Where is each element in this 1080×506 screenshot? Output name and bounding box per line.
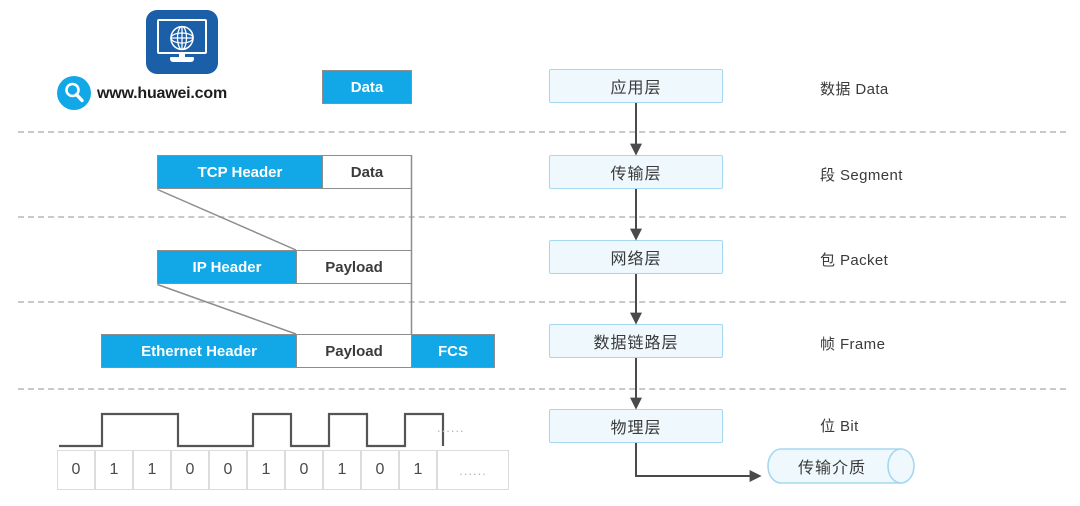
cylinder-shape (767, 448, 915, 484)
separator-application-transport (18, 131, 1066, 133)
pdu-label-application: 数据 Data (820, 81, 889, 98)
bit-cell: 1 (323, 450, 361, 490)
pdu-label-datalink: 帧 Frame (820, 336, 886, 353)
bit-cell: 0 (209, 450, 247, 490)
bit-cell: 0 (171, 450, 209, 490)
layer-flow-arrows (630, 103, 762, 482)
bit-cell: 1 (247, 450, 285, 490)
pdu-transport-payload: Data (322, 155, 412, 189)
layer-box-datalink[interactable]: 数据链路层 (549, 324, 723, 358)
globe-icon (170, 25, 194, 51)
bit-cell: 0 (361, 450, 399, 490)
separator-network-datalink (18, 301, 1066, 303)
bit-waveform (59, 412, 445, 448)
magnifier-icon (57, 76, 91, 110)
bit-cell-ellipsis: ...... (437, 450, 509, 490)
bit-cell: 0 (285, 450, 323, 490)
bit-cell: 1 (95, 450, 133, 490)
pdu-label-transport: 段 Segment (820, 167, 903, 184)
transmission-medium[interactable]: 传输介质 (767, 448, 919, 484)
computer-globe-icon (146, 10, 218, 74)
pdu-fcs: FCS (411, 334, 495, 368)
pdu-label-network: 包 Packet (820, 252, 889, 269)
layer-box-application[interactable]: 应用层 (549, 69, 723, 103)
layer-box-network[interactable]: 网络层 (549, 240, 723, 274)
monitor-neck (179, 54, 185, 58)
layer-box-physical[interactable]: 物理层 (549, 409, 723, 443)
transmission-medium-label: 传输介质 (797, 460, 866, 477)
separator-transport-network (18, 216, 1066, 218)
pdu-label-physical: 位 Bit (820, 418, 859, 435)
bit-cell: 1 (399, 450, 437, 490)
pdu-application-data: Data (322, 70, 412, 104)
bit-cell: 0 (57, 450, 95, 490)
monitor-screen (157, 19, 207, 54)
monitor-stand (170, 57, 194, 62)
pdu-ethernet-header: Ethernet Header (101, 334, 297, 368)
magnifier-glyph (65, 82, 84, 103)
pdu-ip-header: IP Header (157, 250, 297, 284)
pdu-tcp-header: TCP Header (157, 155, 323, 189)
waveform-ellipsis: ...... (437, 420, 465, 435)
pdu-network-payload: Payload (296, 250, 412, 284)
separator-datalink-physical (18, 388, 1066, 390)
host-url-label: www.huawei.com (97, 85, 227, 102)
encapsulation-connectors (157, 155, 413, 335)
layer-box-transport[interactable]: 传输层 (549, 155, 723, 189)
bit-cell: 1 (133, 450, 171, 490)
